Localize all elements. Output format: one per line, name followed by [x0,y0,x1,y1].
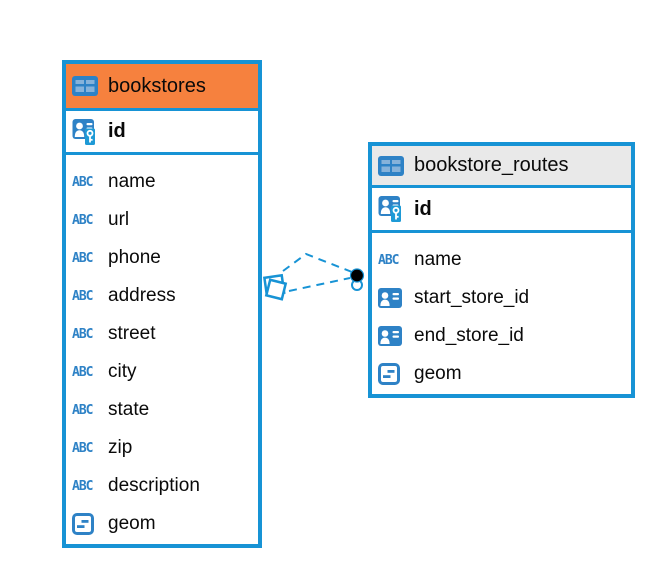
column-row[interactable]: ABC city [66,353,258,391]
column-row[interactable]: ABC phone [66,239,258,277]
column-name: geom [414,363,462,384]
relation-line-lower[interactable] [288,277,351,292]
column-name: name [414,249,462,270]
column-name: description [108,475,200,496]
column-name: street [108,323,156,344]
column-name: id [108,120,126,142]
column-name: id [414,197,432,220]
text-type-icon: ABC [72,440,93,456]
text-type-icon: ABC [378,252,399,268]
text-type-icon: ABC [72,250,93,266]
column-row[interactable]: ABC state [66,391,258,429]
column-name: end_store_id [414,325,524,346]
column-row[interactable]: ABC street [66,315,258,353]
column-name: state [108,399,150,420]
column-row[interactable]: ABC name [66,163,258,201]
text-type-icon: ABC [72,402,93,418]
table-columns: ABC name start_store_id end_store_id geo… [372,233,631,393]
text-type-icon: ABC [72,174,93,190]
table-header-bookstores[interactable]: bookstores [66,64,258,111]
column-row[interactable]: end_store_id [372,317,631,355]
column-row[interactable]: ABC url [66,201,258,239]
dot-marker[interactable] [349,268,365,291]
text-type-icon: ABC [72,212,93,228]
table-bookstores[interactable]: bookstores id ABC name ABC url ABC phone… [62,60,262,548]
column-name: name [108,171,156,192]
column-name: zip [108,437,133,458]
table-header-bookstore-routes[interactable]: bookstore_routes [372,146,631,188]
column-name: url [108,209,130,230]
column-name: phone [108,247,161,268]
column-row[interactable]: ABC name [372,241,631,279]
column-row[interactable]: ABC description [66,467,258,505]
column-row[interactable]: geom [372,355,631,393]
column-row-pk[interactable]: id [372,188,631,233]
column-row[interactable]: ABC zip [66,429,258,467]
relation-line-upper[interactable] [282,252,353,273]
text-type-icon: ABC [72,326,93,342]
text-type-icon: ABC [72,478,93,494]
column-name: address [108,285,176,306]
column-row[interactable]: geom [66,505,258,543]
text-type-icon: ABC [72,364,93,380]
column-name: city [108,361,137,382]
text-type-icon: ABC [72,288,93,304]
column-name: start_store_id [414,287,530,308]
column-row[interactable]: start_store_id [372,279,631,317]
table-title: bookstore_routes [414,154,569,176]
table-title: bookstores [108,74,206,97]
table-columns: ABC name ABC url ABC phone ABC address A… [66,155,258,543]
column-name: geom [108,513,156,534]
column-row-pk[interactable]: id [66,111,258,155]
column-row[interactable]: ABC address [66,277,258,315]
table-bookstore-routes[interactable]: bookstore_routes id ABC name start_store… [368,142,635,398]
diamond-marker[interactable] [262,273,288,301]
